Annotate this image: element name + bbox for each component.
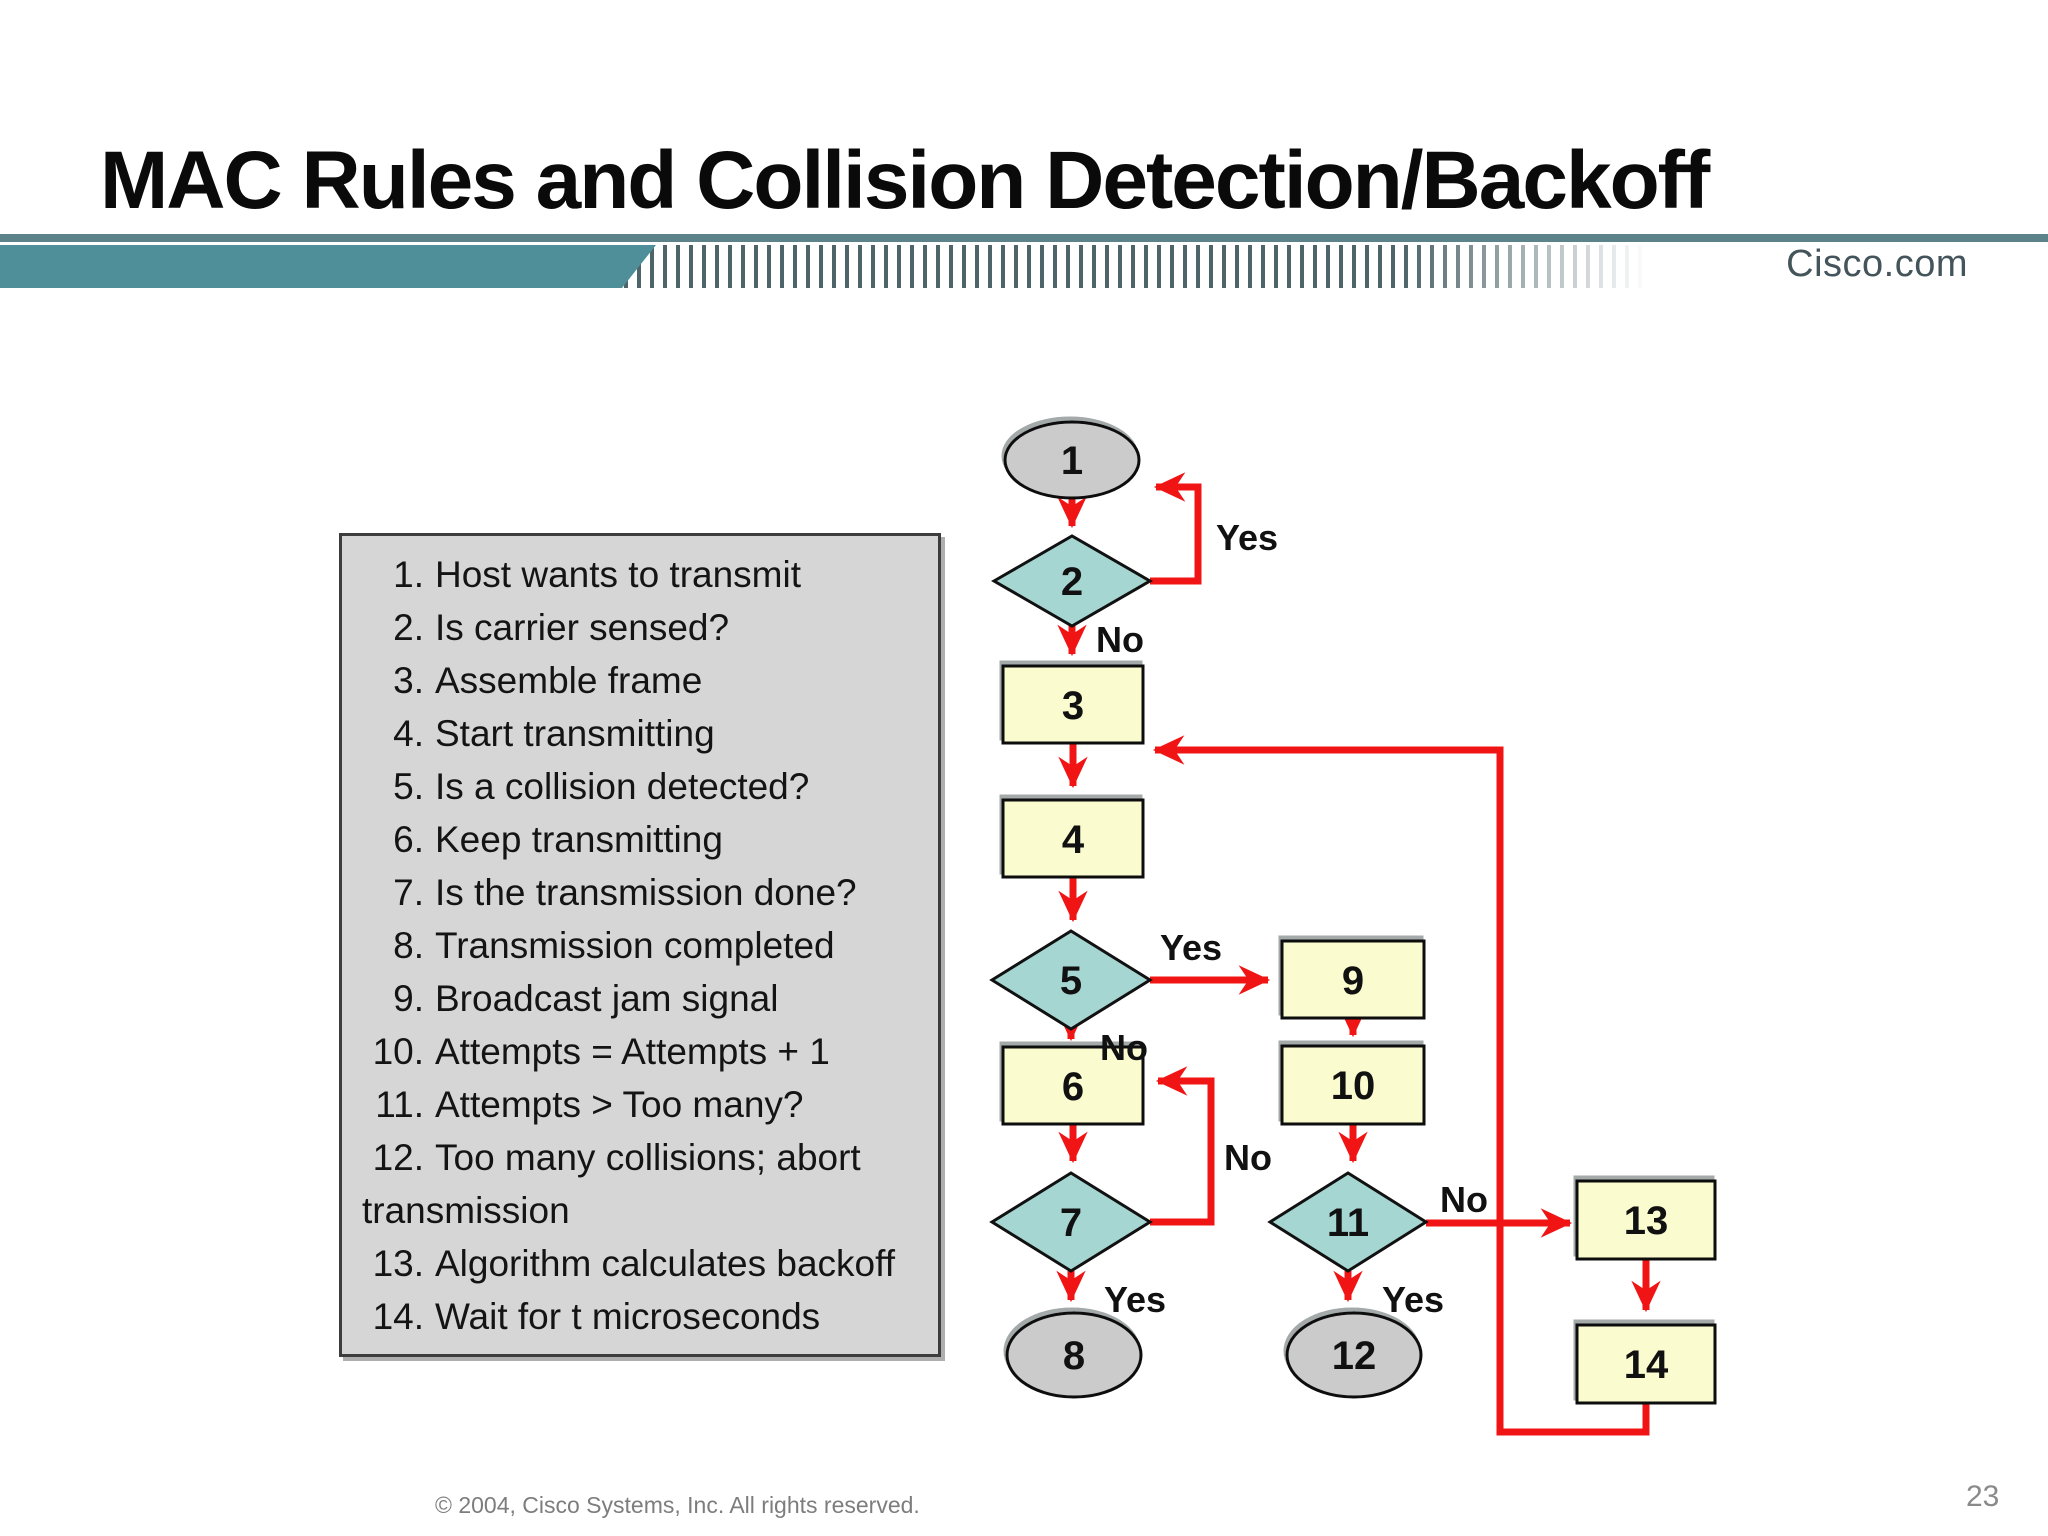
node-6-rect xyxy=(1001,1045,1145,1126)
legend-num: 11. xyxy=(375,1084,424,1125)
legend-num: 7. xyxy=(393,872,424,913)
edge-label-5-no: No xyxy=(1100,1027,1148,1068)
legend-text: Start transmitting xyxy=(435,713,715,754)
node-14-label: 14 xyxy=(1624,1343,1669,1387)
legend-num: 4. xyxy=(393,713,424,754)
cisco-brand-logo: Cisco.com xyxy=(1786,243,1968,285)
edge-2-yes-loop xyxy=(1150,472,1202,585)
node-9-rect xyxy=(1280,939,1426,1020)
legend-text: Transmission completed xyxy=(435,925,835,966)
node-14-rect xyxy=(1575,1323,1717,1405)
legend-num: 3. xyxy=(393,660,424,701)
node-3-label: 3 xyxy=(1062,684,1084,728)
legend-item-6: 6. Keep transmitting xyxy=(362,813,926,866)
banner-pinstripes xyxy=(598,245,1670,288)
banner-thin-line xyxy=(0,234,2048,242)
edge-label-7-no: No xyxy=(1224,1137,1272,1178)
legend-item-3: 3. Assemble frame xyxy=(362,654,926,707)
node-8-label: 8 xyxy=(1063,1334,1085,1378)
node-8-ellipse xyxy=(1005,1311,1143,1399)
legend-text: Keep transmitting xyxy=(435,819,723,860)
page-title: MAC Rules and Collision Detection/Backof… xyxy=(100,135,1710,226)
legend-text: Algorithm calculates backoff xyxy=(435,1243,895,1284)
legend-item-11: 11. Attempts > Too many? xyxy=(362,1078,926,1131)
edge-14-feedback-to-3 xyxy=(1152,735,1650,1436)
legend-text: Assemble frame xyxy=(435,660,703,701)
node-1-ellipse xyxy=(1003,420,1141,500)
node-1-label: 1 xyxy=(1061,439,1083,483)
legend-text: Is the transmission done? xyxy=(435,872,857,913)
node-11-diamond xyxy=(1267,1171,1429,1273)
legend-num: 1. xyxy=(393,554,424,595)
node-2-diamond xyxy=(990,534,1154,628)
legend-text: Host wants to transmit xyxy=(435,554,802,595)
page-number: 23 xyxy=(1966,1480,2000,1513)
edge-label-2-no: No xyxy=(1096,619,1144,660)
legend-text: Attempts > Too many? xyxy=(435,1084,804,1125)
edge-7-no-loop-to-6 xyxy=(1150,1066,1215,1226)
node-12-label: 12 xyxy=(1332,1334,1377,1378)
legend-text: Is a collision detected? xyxy=(435,766,810,807)
edge-label-2-yes: Yes xyxy=(1216,517,1278,558)
legend-text: Too many collisions; abort transmission xyxy=(362,1137,861,1231)
node-13-rect xyxy=(1575,1179,1717,1261)
legend-box: 1. Host wants to transmit 2. Is carrier se… xyxy=(339,533,941,1357)
node-10-rect xyxy=(1280,1044,1426,1126)
legend-text: Is carrier sensed? xyxy=(435,607,730,648)
legend-num: 2. xyxy=(393,607,424,648)
node-10-label: 10 xyxy=(1331,1064,1376,1108)
edge-label-11-no: No xyxy=(1440,1179,1488,1220)
legend-item-5: 5. Is a collision detected? xyxy=(362,760,926,813)
legend-num: 12. xyxy=(372,1137,424,1178)
node-11-label: 11 xyxy=(1327,1201,1369,1245)
legend-num: 14. xyxy=(372,1296,424,1337)
legend-item-2: 2. Is carrier sensed? xyxy=(362,601,926,654)
node-7-diamond xyxy=(989,1171,1153,1273)
legend-item-8: 8. Transmission completed xyxy=(362,919,926,972)
node-3-rect xyxy=(1001,664,1145,745)
legend-num: 13. xyxy=(372,1243,424,1284)
banner-teal-block xyxy=(0,245,656,288)
node-9-label: 9 xyxy=(1342,959,1364,1003)
legend-num: 8. xyxy=(393,925,424,966)
node-4-label: 4 xyxy=(1062,818,1085,862)
node-7-label: 7 xyxy=(1060,1201,1082,1245)
node-12-ellipse xyxy=(1285,1311,1423,1399)
edge-label-7-yes: Yes xyxy=(1104,1279,1166,1320)
legend-item-4: 4. Start transmitting xyxy=(362,707,926,760)
node-13-label: 13 xyxy=(1624,1199,1669,1243)
legend-item-9: 9. Broadcast jam signal xyxy=(362,972,926,1025)
footer-copyright: © 2004, Cisco Systems, Inc. All rights r… xyxy=(435,1492,920,1518)
edge-label-11-yes: Yes xyxy=(1382,1279,1444,1320)
node-5-label: 5 xyxy=(1060,959,1082,1003)
legend-item-12: 12.Too many collisions; abort transmissi… xyxy=(362,1131,926,1237)
legend-text: Wait for t microseconds xyxy=(435,1296,821,1337)
flowchart: 1 2 3 4 5 6 7 8 9 10 11 12 13 14 Yes No … xyxy=(989,420,1717,1436)
legend-num: 9. xyxy=(393,978,424,1019)
legend-item-1: 1. Host wants to transmit xyxy=(362,548,926,601)
node-2-label: 2 xyxy=(1061,560,1083,604)
legend-item-10: 10. Attempts = Attempts + 1 xyxy=(362,1025,926,1078)
legend-item-7: 7. Is the transmission done? xyxy=(362,866,926,919)
legend-num: 10. xyxy=(372,1031,424,1072)
legend-num: 6. xyxy=(393,819,424,860)
legend-num: 5. xyxy=(393,766,424,807)
legend-item-14: 14. Wait for t microseconds xyxy=(362,1290,926,1343)
node-6-label: 6 xyxy=(1062,1065,1084,1109)
node-4-rect xyxy=(1001,798,1145,879)
legend-text: Attempts = Attempts + 1 xyxy=(435,1031,830,1072)
node-5-diamond xyxy=(989,929,1153,1031)
legend-item-13: 13. Algorithm calculates backoff xyxy=(362,1237,926,1290)
edge-label-5-yes: Yes xyxy=(1160,927,1222,968)
legend-text: Broadcast jam signal xyxy=(435,978,779,1019)
